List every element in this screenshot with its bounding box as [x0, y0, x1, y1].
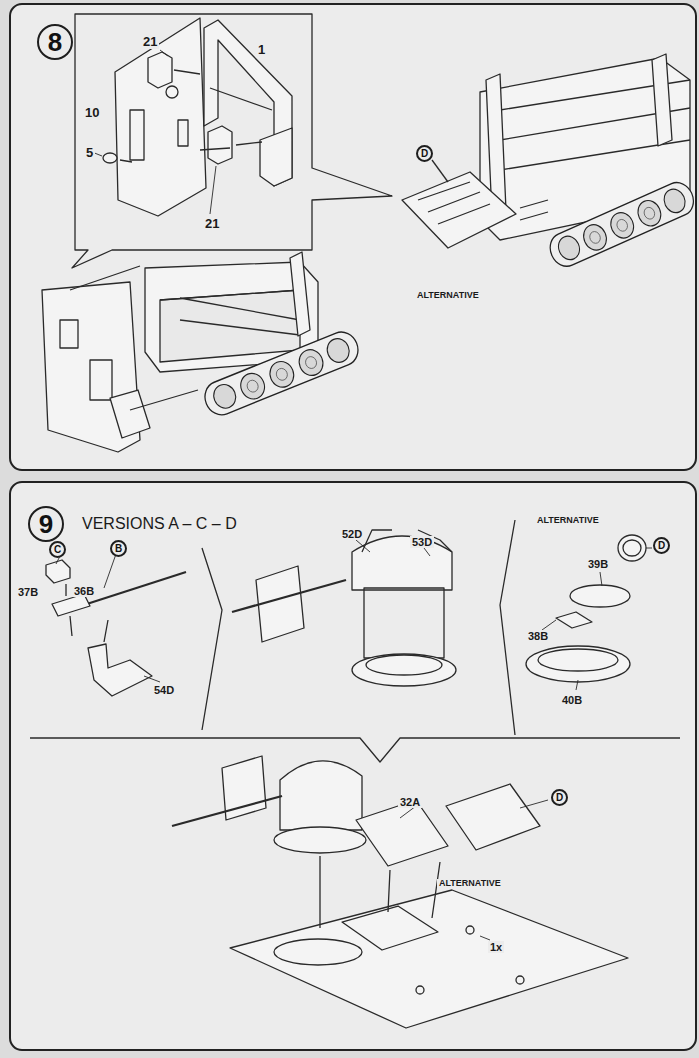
marker-text: D [658, 541, 665, 551]
marker-text: 8 [48, 29, 62, 55]
part-number: 32A [398, 796, 422, 808]
part-number: 40B [560, 694, 584, 706]
part-number: 21 [203, 217, 221, 231]
step-number: 8 [37, 24, 73, 60]
part-number: 38B [526, 630, 550, 642]
part-number: 54D [152, 684, 176, 696]
alternative-note: ALTERNATIVE [437, 879, 503, 889]
part-number: 1x [488, 941, 504, 953]
version-heading: VERSIONS A – C – D [80, 515, 239, 533]
part-number: 10 [83, 106, 101, 120]
marker-text: 9 [39, 511, 53, 537]
part-number: 5 [84, 146, 95, 160]
part-number: 39B [586, 558, 610, 570]
part-number: 36B [72, 585, 96, 597]
part-number: 52D [340, 528, 364, 540]
alternative-note: ALTERNATIVE [535, 516, 601, 526]
version-marker: C [49, 541, 66, 558]
marker-text: D [421, 149, 428, 159]
step-number: 9 [28, 506, 64, 542]
part-number: 53D [410, 536, 434, 548]
version-marker: D [551, 789, 568, 806]
alternative-note: ALTERNATIVE [415, 291, 481, 301]
marker-text: C [54, 545, 61, 555]
version-marker: B [110, 540, 127, 557]
part-number: 37B [16, 586, 40, 598]
version-marker: D [653, 537, 670, 554]
version-marker: D [416, 145, 433, 162]
part-number: 1 [256, 43, 267, 57]
marker-text: B [115, 544, 122, 554]
marker-text: D [556, 793, 563, 803]
part-number: 21 [141, 35, 159, 49]
